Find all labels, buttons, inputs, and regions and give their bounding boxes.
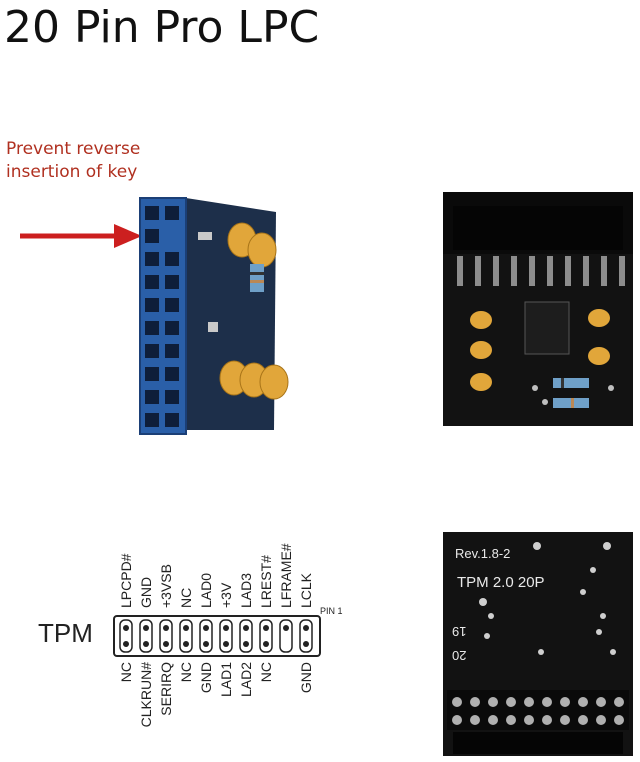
pin-label-bottom: NC <box>118 662 134 683</box>
board-rev-text: Rev.1.8-2 <box>455 546 511 561</box>
pin-label-top: LFRAME# <box>278 543 294 608</box>
pin-label-bottom: LAD1 <box>218 662 234 698</box>
module-front-photo <box>443 192 633 426</box>
pin-label-bottom: GND <box>198 662 214 694</box>
pin-label-top: LPCPD# <box>118 553 134 608</box>
page-title: 20 Pin Pro LPC <box>4 2 320 53</box>
board-model-text: TPM 2.0 20P <box>457 574 545 591</box>
pin-label-top: +3VSB <box>158 564 174 608</box>
board-pin19-text: 19 <box>452 624 467 639</box>
pin-label-top: GND <box>138 576 154 608</box>
pin-header-diagram <box>113 615 321 657</box>
pin-label-top: LCLK <box>298 572 314 608</box>
pin-label-bottom: GND <box>298 662 314 694</box>
arrow-icon <box>20 224 142 248</box>
module-top-photo <box>443 532 633 756</box>
pin-label-bottom: NC <box>178 662 194 683</box>
pin-label-top: LAD3 <box>238 572 254 608</box>
pin-label-top: +3V <box>218 582 234 608</box>
pin-label-bottom: NC <box>258 662 274 683</box>
pin-label-top: LREST# <box>258 555 274 608</box>
module-side-photo <box>139 197 289 435</box>
pin-label-bottom: CLKRUN# <box>138 662 154 728</box>
tpm-label: TPM <box>38 618 93 648</box>
pin1-label: PIN 1 <box>320 606 343 616</box>
annotation-text: Prevent reverse insertion of key <box>6 139 141 182</box>
pin-label-bottom: LAD2 <box>238 662 254 698</box>
board-pin20-text: 20 <box>452 648 467 663</box>
pin-label-top: NC <box>178 587 194 608</box>
pin-label-top: LAD0 <box>198 572 214 608</box>
pin-label-bottom: SERIRQ <box>158 662 174 716</box>
